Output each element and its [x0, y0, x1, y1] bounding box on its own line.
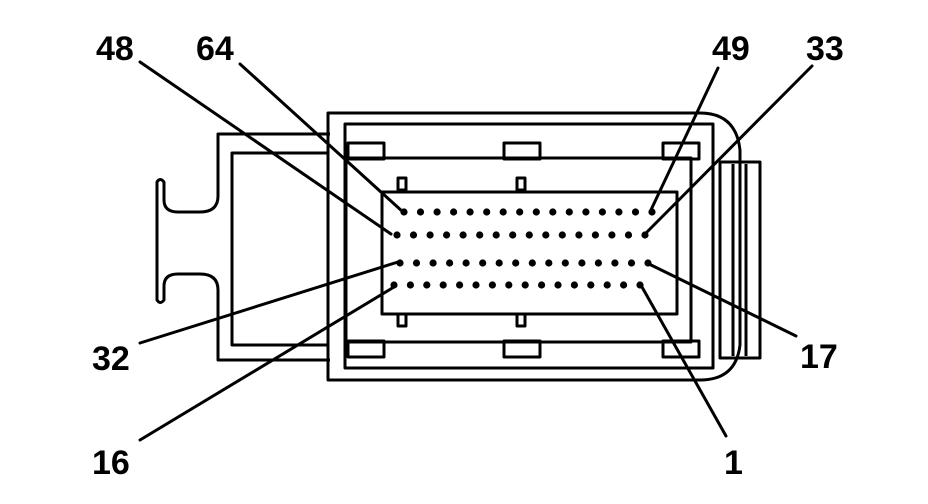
- pin-dot: [578, 259, 586, 267]
- pin-dot: [608, 231, 616, 239]
- pin-dot: [631, 208, 640, 216]
- housing-pin-field: [380, 190, 679, 316]
- pin-dot: [538, 281, 546, 289]
- pin-dot: [611, 259, 619, 267]
- pin-dot: [532, 208, 540, 216]
- pin-dot: [603, 281, 611, 289]
- pin-dot: [505, 281, 513, 289]
- leader-line-16: [138, 285, 396, 442]
- pin-dot: [525, 231, 533, 239]
- pin-dot: [466, 208, 474, 216]
- pin-dot: [558, 231, 566, 239]
- leader-line-49: [648, 66, 720, 214]
- pin-dot: [439, 281, 447, 289]
- pin-dot: [591, 231, 600, 239]
- pin-dot: [492, 231, 500, 239]
- pin-dot: [570, 281, 579, 289]
- pin-dot: [521, 281, 529, 289]
- pin-label-49: 49: [712, 30, 750, 68]
- pin-dot: [549, 208, 557, 216]
- pin-dot: [393, 231, 401, 239]
- bottom-key-left: [396, 312, 408, 328]
- pin-dot: [412, 259, 421, 267]
- leader-line-1: [640, 285, 728, 438]
- pin-dot: [624, 231, 633, 239]
- pin-dot: [479, 259, 487, 267]
- bottom-notch-center: [502, 339, 542, 359]
- pin-dot: [446, 259, 454, 267]
- top-notch-left: [346, 141, 386, 161]
- pin-dot: [594, 259, 603, 267]
- bottom-notch-left: [346, 339, 386, 359]
- pin-label-64: 64: [196, 30, 234, 68]
- pin-dot: [423, 281, 431, 289]
- top-key-center: [515, 176, 527, 192]
- pin-dot: [462, 259, 470, 267]
- pin-label-16: 16: [92, 444, 130, 482]
- pin-dot: [587, 281, 595, 289]
- connector-latch: [155, 132, 330, 362]
- pin-dot: [620, 281, 628, 289]
- pin-dot: [615, 208, 623, 216]
- pin-dot: [406, 281, 414, 289]
- pin-dot: [575, 231, 583, 239]
- pin-dot: [459, 231, 467, 239]
- pin-label-33: 33: [806, 30, 844, 68]
- right-rail-outer: [718, 160, 762, 360]
- pin-dot: [512, 259, 520, 267]
- leader-line-32: [138, 260, 400, 345]
- leader-line-33: [643, 64, 814, 236]
- pin-dot: [582, 208, 590, 216]
- top-notch-center: [502, 141, 542, 161]
- pin-dot: [627, 259, 636, 267]
- pin-dot: [528, 259, 536, 267]
- pin-dot: [476, 231, 484, 239]
- pin-dot: [426, 231, 434, 239]
- housing-inner-frame: [343, 122, 715, 370]
- pin-dot: [488, 281, 496, 289]
- pin-array: [390, 208, 656, 289]
- pin-dot: [509, 231, 517, 239]
- pin-label-48: 48: [96, 30, 134, 68]
- pin-dot: [545, 259, 553, 267]
- pin-dot: [561, 259, 569, 267]
- bottom-key-center: [515, 312, 527, 328]
- pin-dot: [456, 281, 464, 289]
- pin-label-1: 1: [724, 444, 743, 482]
- pin-dot: [499, 208, 507, 216]
- pin-dot: [416, 208, 425, 216]
- pin-dot: [565, 208, 573, 216]
- pin-label-32: 32: [92, 340, 130, 378]
- pin-dot: [443, 231, 451, 239]
- pin-dot: [554, 281, 562, 289]
- pin-dot: [472, 281, 480, 289]
- pin-dot: [483, 208, 491, 216]
- pin-dot: [409, 231, 418, 239]
- pin-dot: [429, 259, 437, 267]
- pin-dot: [495, 259, 503, 267]
- pin-dot: [516, 208, 524, 216]
- leader-line-64: [238, 62, 405, 214]
- connector-housing: [326, 111, 742, 382]
- pin-dot: [450, 208, 458, 216]
- top-key-left: [396, 176, 408, 192]
- leader-line-48: [138, 60, 393, 236]
- pin-dot: [542, 231, 550, 239]
- leader-line-17: [647, 262, 798, 338]
- pin-dot: [433, 208, 441, 216]
- pin-label-17: 17: [800, 338, 838, 376]
- pin-dot: [598, 208, 607, 216]
